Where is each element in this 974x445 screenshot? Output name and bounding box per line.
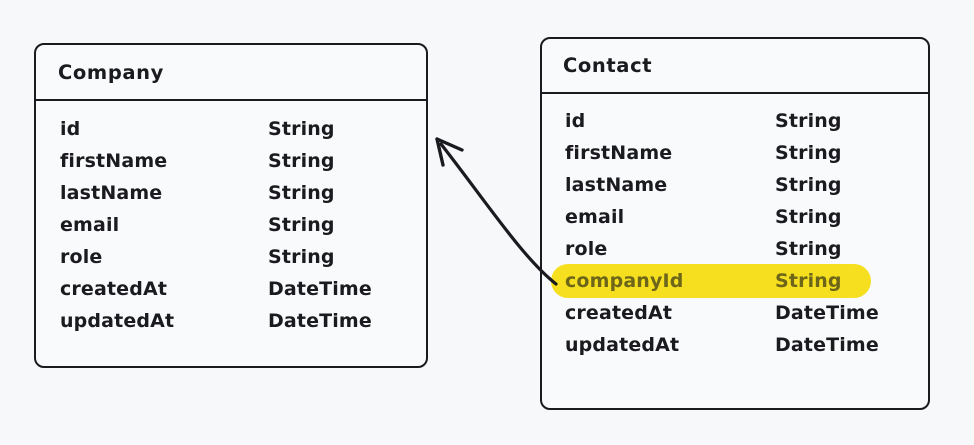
field-row[interactable]: createdAt DateTime (542, 297, 928, 329)
field-name: email (565, 206, 625, 228)
field-name: lastName (60, 182, 163, 204)
field-type: String (775, 206, 842, 228)
field-row[interactable]: email String (542, 201, 928, 233)
field-type: String (268, 150, 335, 172)
field-type: String (775, 142, 842, 164)
relationship-arrow-line (439, 142, 558, 286)
field-row[interactable]: createdAt DateTime (36, 273, 426, 305)
field-name: createdAt (565, 302, 673, 324)
entity-company-title: Company (58, 60, 164, 84)
field-row[interactable]: id String (542, 105, 928, 137)
field-name: firstName (565, 142, 673, 164)
field-name: firstName (60, 150, 168, 172)
entity-contact-title: Contact (563, 54, 653, 77)
field-name: role (565, 238, 608, 260)
field-type: DateTime (268, 278, 372, 300)
field-type: String (775, 110, 842, 132)
field-type: DateTime (775, 302, 879, 324)
field-row[interactable]: lastName String (36, 177, 426, 209)
field-name: updatedAt (565, 334, 680, 356)
field-name: updatedAt (60, 310, 175, 332)
field-name: id (60, 118, 81, 140)
field-type: String (268, 182, 335, 204)
field-name: createdAt (60, 278, 168, 300)
field-name: companyId (565, 270, 684, 292)
field-row[interactable]: updatedAt DateTime (36, 305, 426, 337)
relationship-arrowhead (435, 137, 464, 167)
field-type: String (268, 214, 335, 236)
field-type: String (268, 246, 335, 268)
field-name: email (60, 214, 120, 236)
field-row[interactable]: firstName String (542, 137, 928, 169)
field-type: DateTime (775, 334, 879, 356)
entity-company-header: Company (36, 45, 426, 101)
field-row[interactable]: email String (36, 209, 426, 241)
entity-contact-header: Contact (542, 39, 928, 94)
field-row[interactable]: updatedAt DateTime (542, 329, 928, 361)
field-type: DateTime (268, 310, 372, 332)
field-highlight-pill (551, 264, 871, 298)
field-row[interactable]: companyId String (542, 264, 928, 298)
field-row[interactable]: role String (36, 241, 426, 273)
field-row[interactable]: id String (36, 113, 426, 145)
field-type: String (775, 270, 842, 292)
field-type: String (268, 118, 335, 140)
field-name: role (60, 246, 103, 268)
field-name: id (565, 110, 586, 132)
field-name: lastName (565, 174, 668, 196)
field-type: String (775, 238, 842, 260)
field-row[interactable]: role String (542, 233, 928, 265)
field-row[interactable]: firstName String (36, 145, 426, 177)
field-type: String (775, 174, 842, 196)
field-row[interactable]: lastName String (542, 169, 928, 201)
